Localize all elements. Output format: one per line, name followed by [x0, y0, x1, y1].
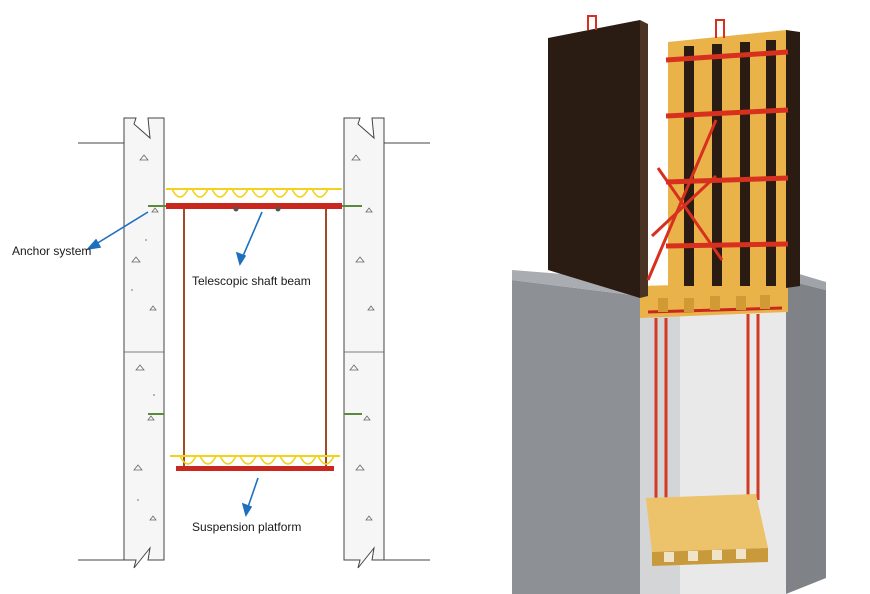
lifting-hooks: [587, 15, 725, 38]
shaft-wall-left: [512, 280, 640, 594]
bottom-platform-assembly: [170, 455, 340, 471]
diagonal-braces: [646, 119, 724, 281]
suspension-platform-label: Suspension platform: [192, 520, 302, 534]
leader-arrows: [85, 211, 263, 517]
waler-bars: [665, 49, 789, 249]
lower-platform: [646, 494, 768, 552]
suspension-rods: [183, 209, 327, 466]
render-3d: [512, 15, 826, 594]
right-concrete-wall: [343, 117, 385, 569]
telescopic-shaft-beam-label: Telescopic shaft beam: [192, 274, 311, 288]
section-drawing: [78, 117, 430, 569]
shaft-wall-right: [786, 280, 826, 594]
anchor-system-label: Anchor system: [12, 244, 92, 258]
left-concrete-wall: [123, 117, 165, 569]
top-beam-assembly: [148, 188, 362, 212]
slab-lines: [78, 142, 430, 561]
formwork-panel-right: [668, 30, 796, 290]
formwork-panel-left: [548, 20, 640, 298]
